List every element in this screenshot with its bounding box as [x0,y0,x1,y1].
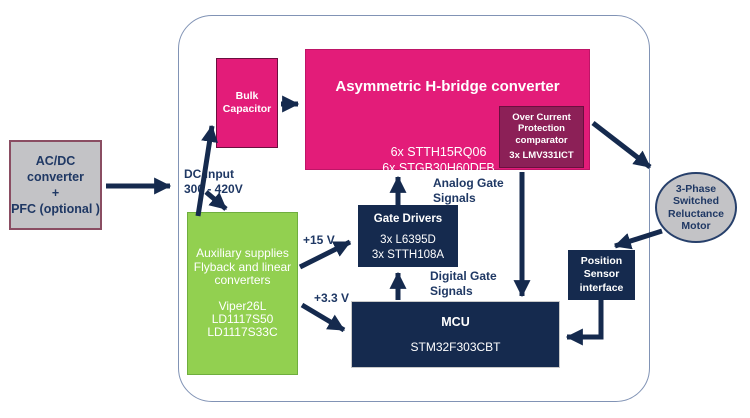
plus-15v-label: +15 V [303,233,335,247]
acdc-converter-label: AC/DC converter + PFC (optional ) [11,153,100,217]
auxiliary-supplies-block: Auxiliary supplies Flyback and linear co… [187,212,298,375]
digital-gate-signals-label: Digital Gate Signals [430,269,497,298]
hbridge-title: Asymmetric H-bridge converter [335,78,560,95]
motor-label: 3-Phase Switched Reluctance Motor [667,182,725,232]
mcu-part: STM32F303CBT [410,340,501,354]
over-current-protection-part: 3x LMV331ICT [509,150,574,161]
bulk-capacitor-label: Bulk Capacitor [222,89,272,115]
position-sensor-interface-block: Position Sensor interface [568,250,635,300]
auxiliary-supplies-parts: Viper26L LD1117S50 LD1117S33C [207,299,278,340]
gate-drivers-parts: 3x L6395D 3x STTH108A [371,234,445,261]
motor-ellipse: 3-Phase Switched Reluctance Motor [655,172,737,243]
gate-drivers-block: Gate Drivers 3x L6395D 3x STTH108A [358,205,458,267]
mcu-block: MCU STM32F303CBT [351,301,560,368]
over-current-protection-block: Over Current Protection comparator 3x LM… [499,106,584,168]
bulk-capacitor-block: Bulk Capacitor [216,58,278,148]
acdc-converter-block: AC/DC converter + PFC (optional ) [9,140,102,230]
mcu-title: MCU [441,315,470,329]
gate-drivers-title: Gate Drivers [373,213,443,225]
hbridge-converter-block: Asymmetric H-bridge converter 6x STTH15R… [305,49,590,175]
analog-gate-signals-label: Analog Gate Signals [433,176,504,205]
position-sensor-interface-label: Position Sensor interface [579,255,624,294]
auxiliary-supplies-description: Auxiliary supplies Flyback and linear co… [193,246,292,287]
dc-input-label: DC Input 300 - 420V [184,167,243,196]
over-current-protection-title: Over Current Protection comparator [512,112,571,146]
plus-3v3-label: +3.3 V [314,291,350,305]
hbridge-parts: 6x STTH15RQ06 6x STGB30H60DFB [382,144,495,175]
